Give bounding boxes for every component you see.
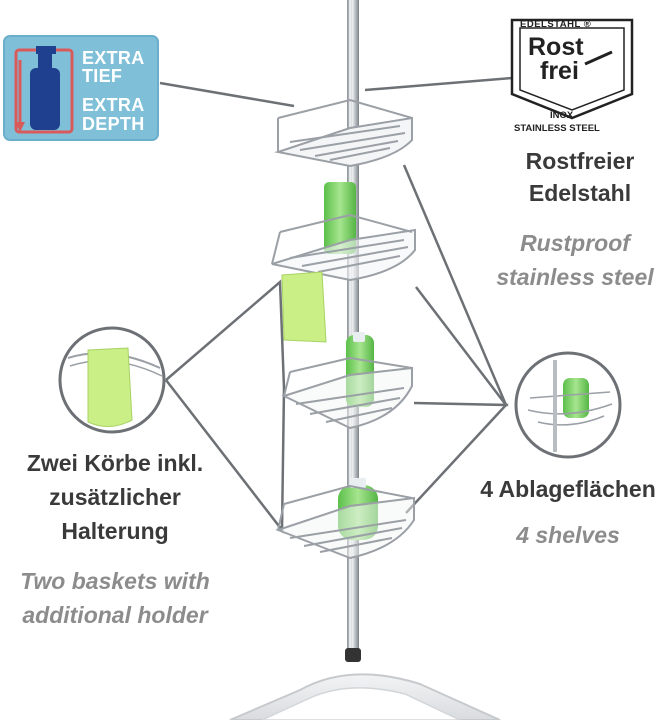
- shelf-4: [275, 478, 415, 560]
- logo-sub-1: INOX: [550, 110, 574, 121]
- shelf-1: [274, 98, 413, 168]
- logo-word-1: Rost: [528, 33, 584, 61]
- badge-line-3: EXTRA: [82, 95, 145, 115]
- baskets-de-1: Zwei Körbe inkl.: [26, 450, 204, 476]
- zoom-circle-holder: [58, 326, 166, 434]
- baskets-en-2: additional holder: [22, 602, 208, 628]
- registered-mark: ®: [583, 19, 592, 30]
- leader-lines: [159, 76, 513, 534]
- telescopic-pole: [345, 0, 361, 662]
- rostfrei-logo: [510, 18, 634, 120]
- baskets-en-1: Two baskets with: [20, 568, 210, 594]
- material-de-2: Edelstahl: [528, 180, 632, 206]
- zoom-circle-shelf: [514, 351, 622, 459]
- logo-top-label: EDELSTAHL: [520, 19, 581, 30]
- extra-depth-badge: [3, 35, 159, 141]
- baskets-de-2: zusätzlicher: [49, 484, 181, 510]
- material-de-1: Rostfreier: [525, 148, 635, 174]
- bathtub: [229, 673, 501, 720]
- shelf-3: [281, 332, 413, 430]
- shelves-de-1: 4 Ablageflächen: [480, 476, 656, 502]
- bottle-icon: [14, 46, 74, 134]
- towel: [281, 271, 327, 343]
- badge-line-4: DEPTH: [82, 114, 145, 134]
- material-en-2: stainless steel: [496, 264, 654, 290]
- shelf-2: [271, 182, 416, 343]
- shelves-en-1: 4 shelves: [516, 522, 620, 548]
- badge-line-1: EXTRA: [82, 48, 145, 68]
- material-en-1: Rustproof: [520, 230, 630, 256]
- logo-top-text: EDELSTAHL ®: [520, 19, 591, 30]
- logo-word-2: frei: [540, 57, 579, 85]
- badge-line-2: TIEF: [82, 66, 123, 86]
- logo-sub-2: STAINLESS STEEL: [514, 123, 600, 134]
- baskets-de-3: Halterung: [61, 518, 169, 544]
